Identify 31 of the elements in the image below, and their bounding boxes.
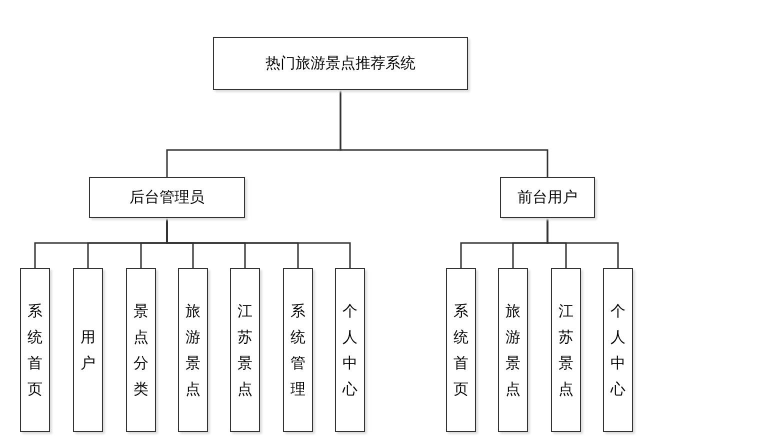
node-label: 系统管理 [290,300,306,400]
module-box [446,268,476,432]
process-box [500,177,595,218]
module-box [20,268,50,432]
node-label: 系统首页 [454,300,468,400]
module-box [126,268,156,432]
node-label: 用户 [80,326,96,374]
module-box [283,268,313,432]
node-label: 个人中心 [342,300,358,400]
node-label: 旅游景点 [186,300,200,400]
node-label: 旅游景点 [506,300,520,400]
node-label: 江苏景点 [558,300,574,400]
module-box [551,268,581,432]
node-label: 个人中心 [610,300,626,400]
node-label: 前台用户 [518,188,578,207]
connector-line [340,90,548,177]
module-box [498,268,528,432]
connector-line [166,218,351,268]
module-box [178,268,208,432]
process-box [89,177,245,218]
module-box [603,268,633,432]
node-label: 景点分类 [134,300,148,400]
process-box [213,37,468,90]
node-label: 江苏景点 [238,300,252,400]
module-box [335,268,365,432]
module-box [73,268,103,432]
node-label: 热门旅游景点推荐系统 [266,54,416,73]
connector-line [546,218,619,268]
module-box [230,268,260,432]
node-label: 系统首页 [28,300,42,400]
node-label: 后台管理员 [130,188,204,207]
